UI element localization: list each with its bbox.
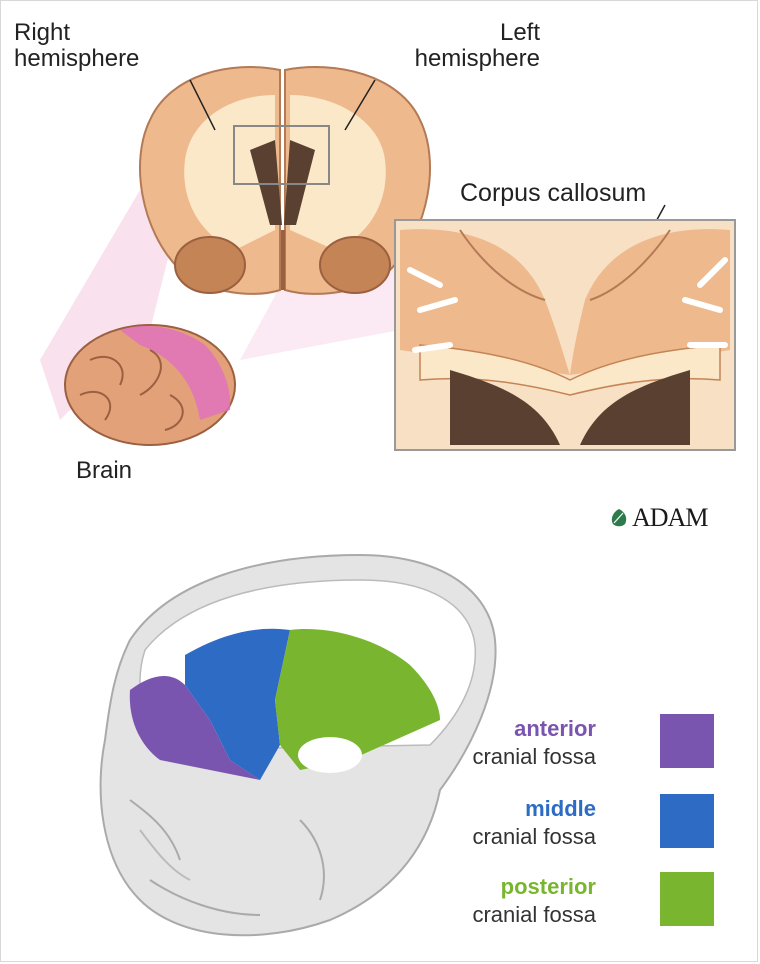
legend-anterior: anterior cranial fossa: [472, 714, 720, 778]
whole-brain: [64, 324, 236, 446]
left-hemisphere-label: Left hemisphere: [415, 20, 540, 72]
corpus-callosum-label: Corpus callosum: [460, 179, 647, 207]
legend-middle-sub: cranial fossa: [472, 824, 596, 849]
left-hemisphere-line1: Left: [499, 19, 540, 46]
adam-logo: ADAM: [608, 503, 708, 533]
right-hemisphere-label: Right hemisphere: [14, 20, 139, 72]
brain-label: Brain: [76, 457, 133, 484]
left-hemisphere-line2: hemisphere: [414, 45, 540, 72]
leaf-icon: [611, 509, 627, 527]
right-hemisphere-pointer: [189, 79, 216, 131]
adam-logo-text: ADAM: [632, 503, 708, 532]
right-hemisphere-line1: Right: [14, 19, 71, 46]
coronal-section: [139, 66, 431, 295]
right-hemisphere-line2: hemisphere: [14, 45, 140, 72]
legend-posterior-swatch: [660, 872, 714, 926]
legend-middle-term: middle: [525, 796, 596, 821]
left-hemisphere-pointer: [344, 79, 376, 131]
legend-posterior: posterior cranial fossa: [472, 872, 720, 936]
legend-posterior-sub: cranial fossa: [472, 902, 596, 927]
legend-anterior-swatch: [660, 714, 714, 768]
legend-anterior-sub: cranial fossa: [472, 744, 596, 769]
legend-middle-swatch: [660, 794, 714, 848]
legend-posterior-term: posterior: [500, 874, 596, 899]
corpus-callosum-inset: [394, 219, 736, 451]
legend-anterior-term: anterior: [514, 716, 596, 741]
skull: [99, 553, 497, 937]
legend-middle: middle cranial fossa: [472, 794, 720, 858]
